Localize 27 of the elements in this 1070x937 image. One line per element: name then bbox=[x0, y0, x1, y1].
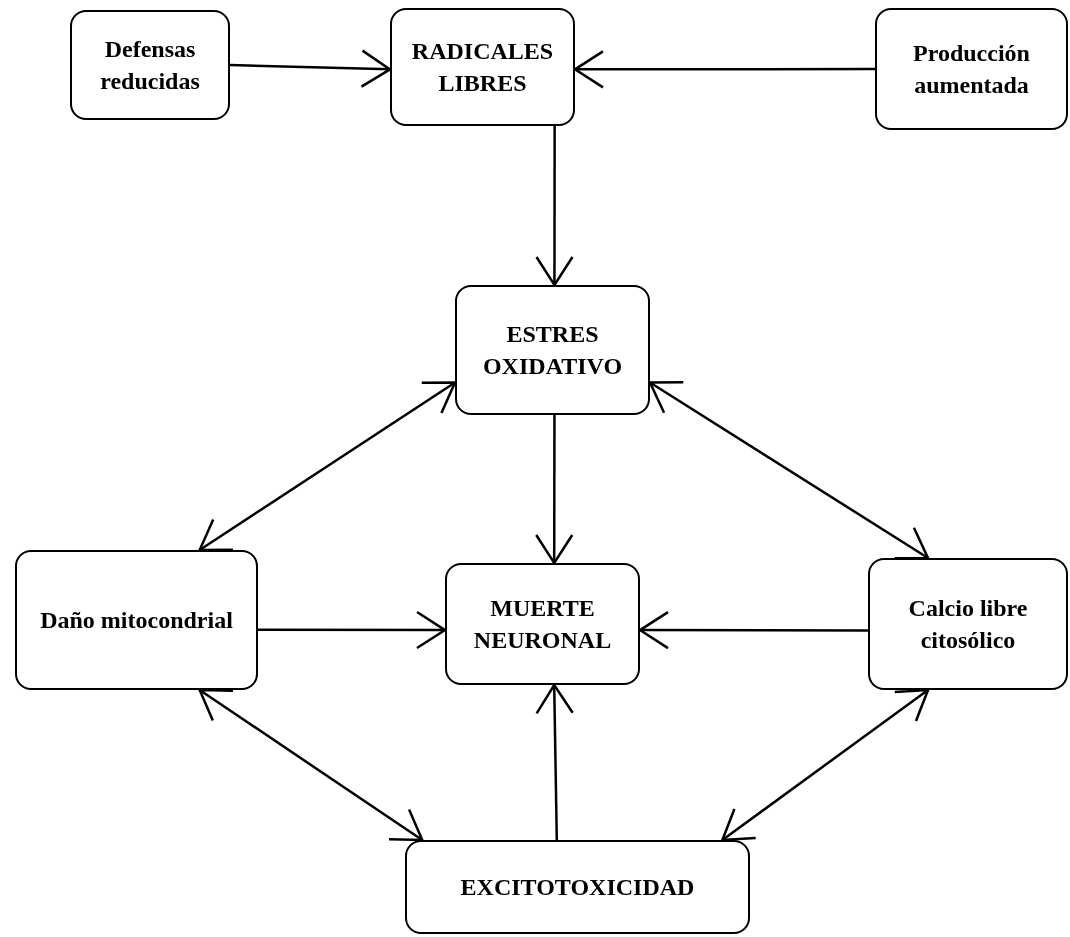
box-label: Calcio libre citosólico bbox=[907, 593, 1029, 655]
arrow bbox=[198, 688, 424, 842]
box-label: EXCITOTOXICIDAD bbox=[459, 872, 696, 902]
arrow bbox=[535, 126, 574, 287]
arrow bbox=[638, 610, 868, 650]
arrow bbox=[721, 688, 930, 842]
arrow bbox=[535, 683, 574, 841]
process-box bbox=[445, 563, 640, 685]
process-box bbox=[405, 840, 750, 934]
arrow bbox=[535, 415, 574, 565]
box-label: ESTRES OXIDATIVO bbox=[481, 319, 624, 381]
process-box bbox=[15, 550, 258, 690]
box-label: Producción aumentada bbox=[912, 38, 1031, 100]
arrow bbox=[198, 381, 457, 552]
process-box bbox=[390, 8, 575, 126]
box-label: Defensas reducidas bbox=[99, 34, 201, 96]
process-box bbox=[868, 558, 1068, 690]
box-label: Daño mitocondrial bbox=[39, 605, 234, 635]
process-box bbox=[455, 285, 650, 415]
process-box bbox=[70, 10, 230, 120]
arrow bbox=[229, 49, 392, 88]
box-label: RADICALES LIBRES bbox=[410, 36, 555, 98]
process-box bbox=[875, 8, 1068, 130]
arrow bbox=[258, 610, 447, 650]
arrow bbox=[573, 50, 875, 89]
arrow bbox=[648, 381, 930, 560]
box-label: MUERTE NEURONAL bbox=[472, 593, 613, 655]
